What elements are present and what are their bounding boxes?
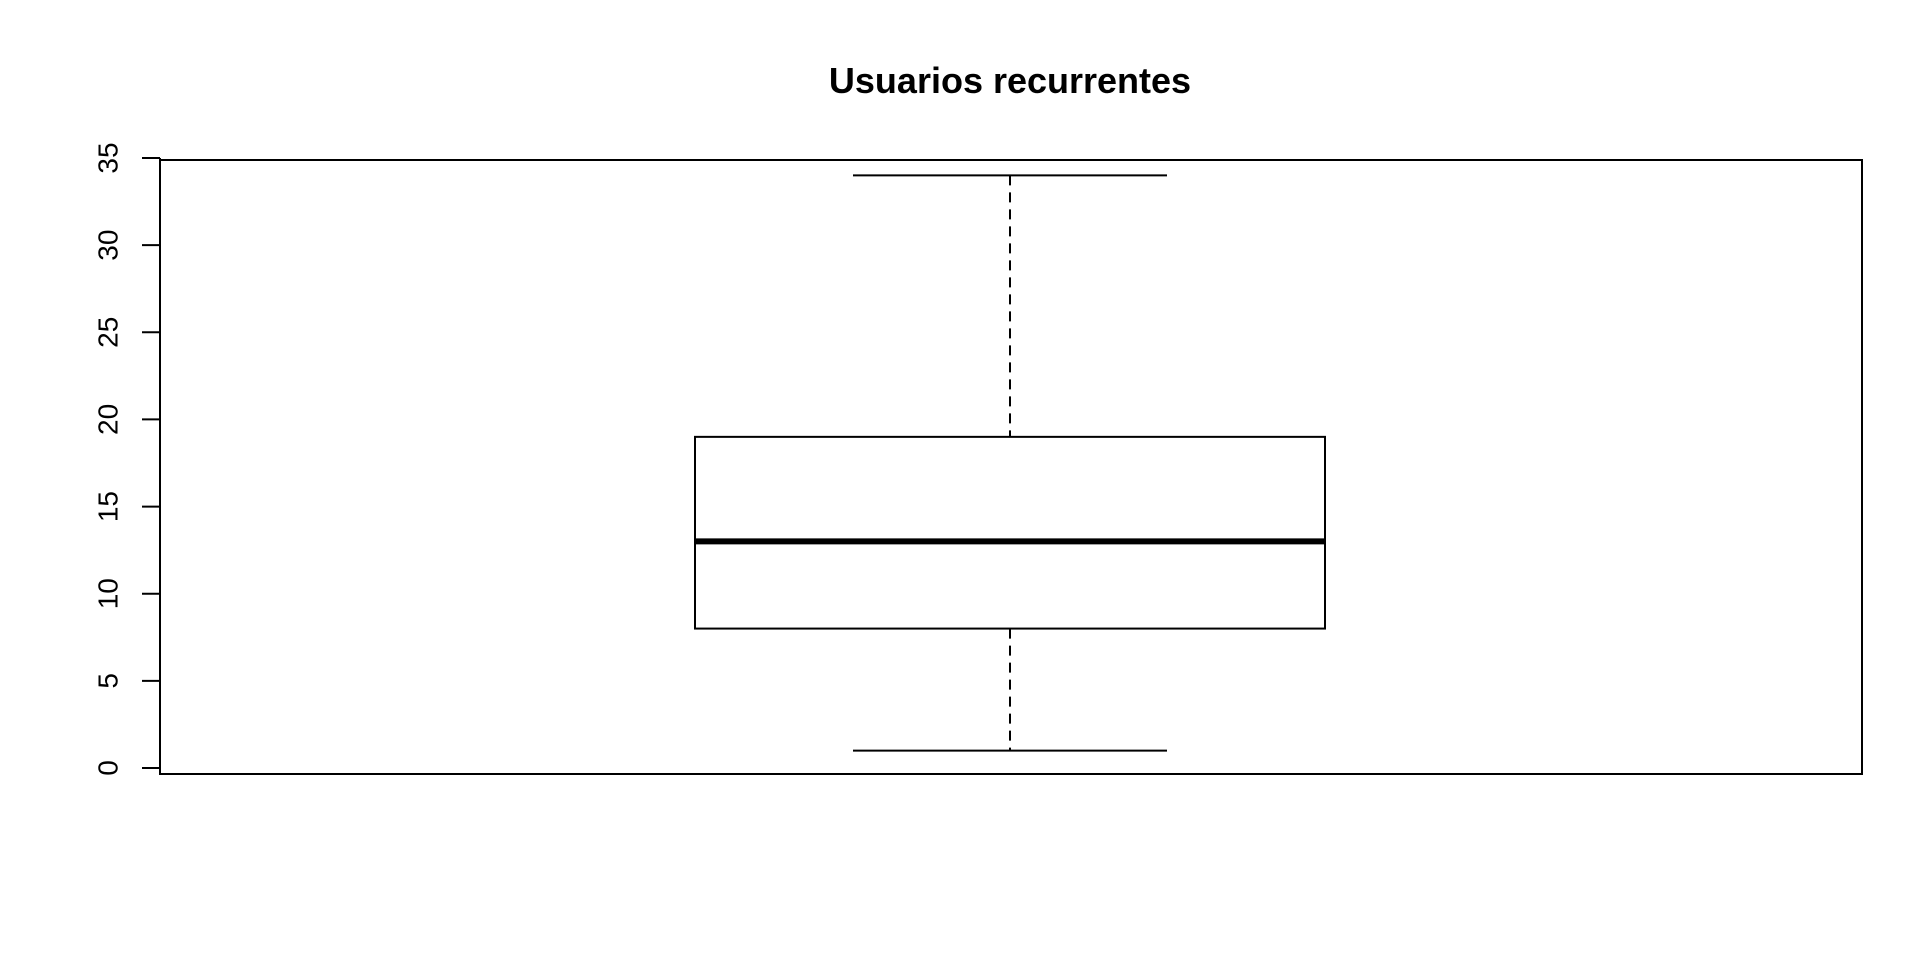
- box-marks: [694, 174, 1326, 752]
- y-tick-label: 25: [92, 317, 123, 348]
- y-tick-label: 30: [92, 230, 123, 261]
- y-tick-label: 10: [92, 578, 123, 609]
- y-tick-label: 35: [92, 142, 123, 173]
- y-tick-label: 0: [92, 760, 123, 776]
- y-tick-label: 5: [92, 673, 123, 689]
- iqr-box: [694, 435, 1326, 630]
- y-tick-label: 20: [92, 404, 123, 435]
- chart-title: Usuarios recurrentes: [829, 60, 1191, 101]
- y-axis: 0 5 10 15 20 25 30 35: [92, 142, 161, 776]
- y-tick-label: 15: [92, 491, 123, 522]
